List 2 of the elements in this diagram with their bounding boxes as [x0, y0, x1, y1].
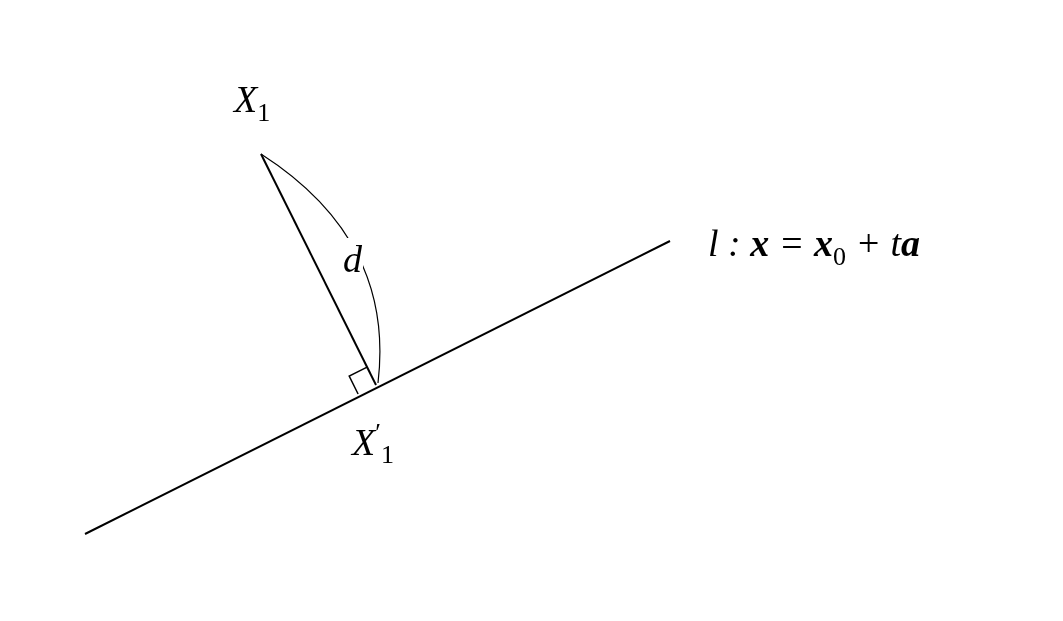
point-label: X$_{1}$: [234, 80, 271, 126]
line-equation: l : x = x$_{0}$ + ta: [708, 224, 921, 270]
